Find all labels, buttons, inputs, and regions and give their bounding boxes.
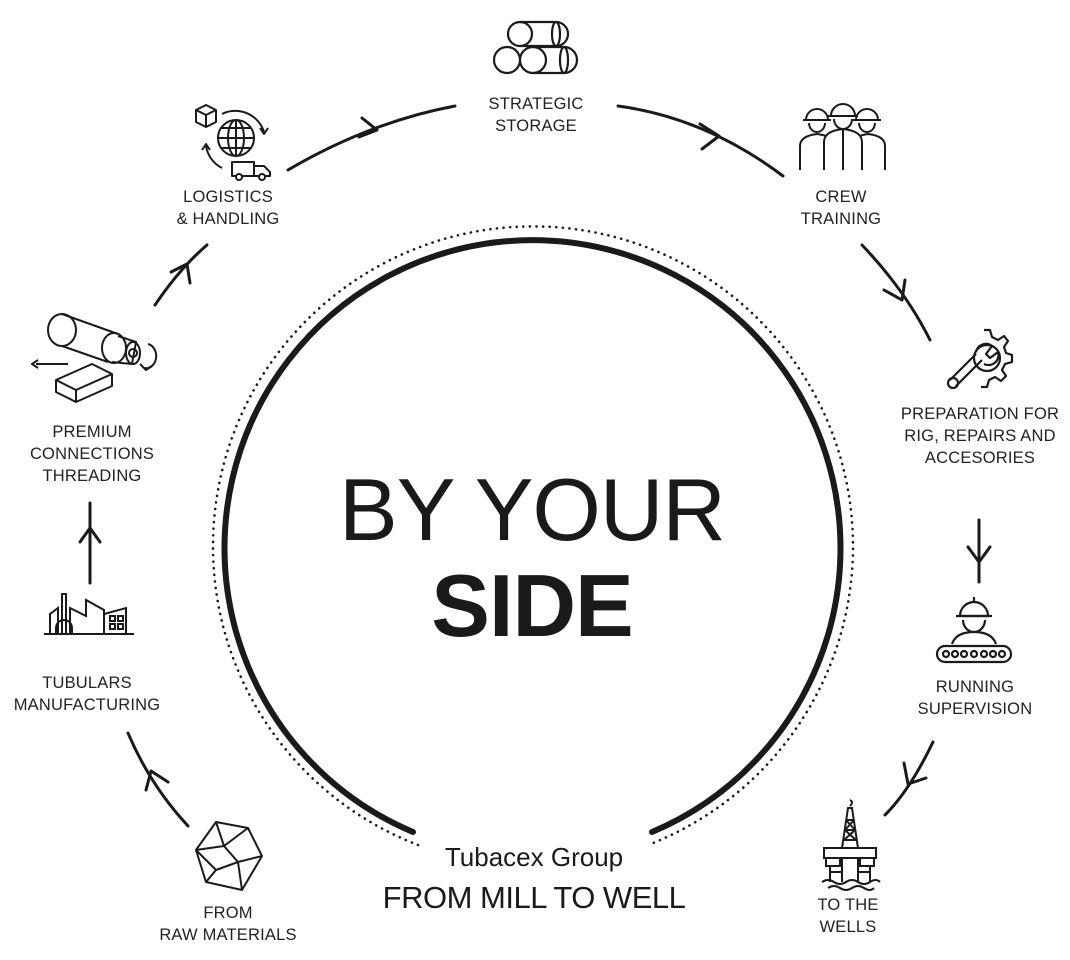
connector-raw-tubulars: [126, 731, 190, 828]
threading-machine-icon: [31, 313, 158, 403]
stage-label-to-the-wells: TO THE WELLS: [817, 896, 879, 936]
workers-group-icon: [799, 103, 886, 170]
stage-label-logistics: LOGISTICS & HANDLING: [176, 188, 280, 228]
connector-crew-preparation: [860, 243, 932, 342]
arrowhead: [698, 122, 721, 151]
stage-label-crew-training: CREW TRAINING: [800, 188, 882, 228]
connector-logistics-storage: [286, 104, 457, 172]
worker-conveyor-icon: [935, 597, 1013, 664]
connector-storage-crew: [616, 104, 785, 178]
headline-line-2: SIDE: [431, 556, 633, 655]
brand-name: Tubacex Group: [444, 842, 624, 872]
main-circle: [221, 237, 844, 835]
headline-line-1: BY YOUR: [339, 460, 726, 559]
arrowhead: [357, 116, 379, 139]
arrowhead: [169, 262, 192, 285]
stage-label-raw-materials: FROM RAW MATERIALS: [159, 904, 297, 944]
gear-wrench-icon: [946, 328, 1014, 390]
global-logistics-icon: [195, 104, 271, 181]
arrowhead: [966, 545, 992, 564]
arrowhead: [78, 526, 102, 544]
raw-material-icon: [195, 821, 263, 891]
stage-label-premium-threading: PREMIUM CONNECTIONS THREADING: [29, 423, 155, 485]
stage-label-preparation: PREPARATION FOR RIG, REPAIRS AND ACCESOR…: [900, 405, 1060, 467]
arrowhead: [902, 761, 928, 786]
oil-rig-icon: [821, 799, 881, 891]
stage-label-strategic-storage: STRATEGIC STORAGE: [488, 95, 584, 135]
stage-label-tubulars-manufacturing: TUBULARS MANUFACTURING: [13, 674, 161, 714]
pipe-stack-icon: [492, 20, 579, 75]
tagline: FROM MILL TO WELL: [382, 880, 686, 915]
arrowhead: [144, 769, 170, 792]
factory-icon: [44, 593, 134, 635]
connector-premium-logistics: [153, 243, 209, 307]
stage-label-running-supervision: RUNNING SUPERVISION: [917, 678, 1033, 718]
arrowhead: [882, 278, 907, 302]
